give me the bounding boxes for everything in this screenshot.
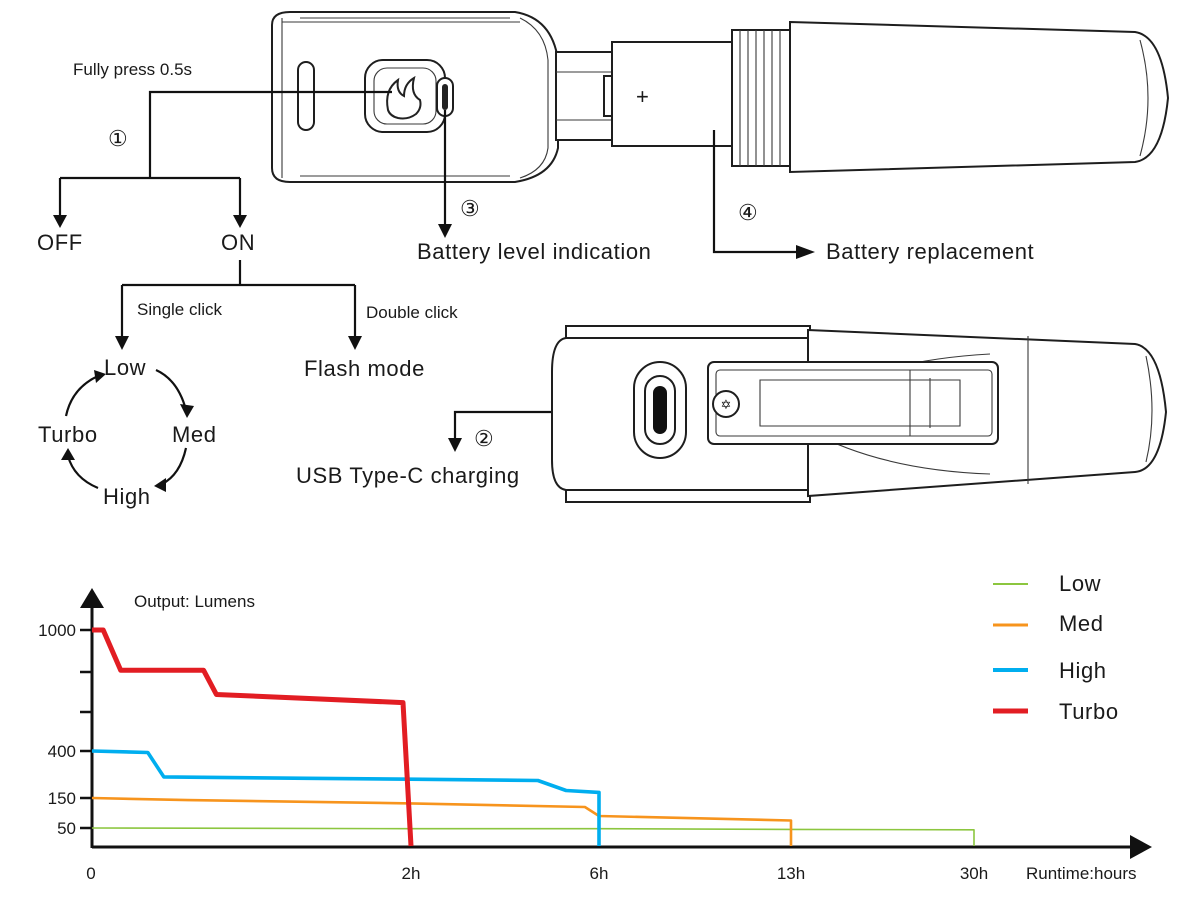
battery-cell bbox=[611, 41, 735, 147]
legend-low: Low bbox=[1059, 571, 1101, 596]
step-4-marker: ④ bbox=[738, 200, 758, 225]
off-label: OFF bbox=[37, 230, 83, 255]
x-axis-label: Runtime:hours bbox=[1026, 864, 1137, 883]
x-tick-30h: 30h bbox=[960, 864, 988, 883]
x-tick-2h: 2h bbox=[402, 864, 421, 883]
y-tick-400: 400 bbox=[48, 742, 76, 761]
battery-replacement-label: Battery replacement bbox=[826, 239, 1034, 264]
cycle-turbo: Turbo bbox=[38, 422, 98, 447]
control-flow bbox=[58, 90, 800, 440]
x-tick-13h: 13h bbox=[777, 864, 805, 883]
step-2-marker: ② bbox=[474, 426, 494, 451]
pocket-clip bbox=[707, 361, 999, 445]
legend-med: Med bbox=[1059, 611, 1104, 636]
x-tick-6h: 6h bbox=[590, 864, 609, 883]
flashlight-top-view bbox=[271, 11, 1170, 183]
plus-sign: + bbox=[636, 84, 649, 109]
double-click-label: Double click bbox=[366, 303, 458, 322]
series-line-high bbox=[91, 749, 601, 846]
svg-text:✡: ✡ bbox=[721, 398, 732, 413]
y-tick-1000: 1000 bbox=[38, 621, 76, 640]
on-label: ON bbox=[221, 230, 255, 255]
legend: Low Med High Turbo bbox=[993, 571, 1119, 724]
y-tick-150: 150 bbox=[48, 789, 76, 808]
step-3-marker: ③ bbox=[460, 196, 480, 221]
legend-high: High bbox=[1059, 658, 1107, 683]
y-axis-arrow bbox=[80, 588, 104, 608]
chart-title: Output: Lumens bbox=[134, 592, 255, 611]
series-line-low bbox=[91, 827, 975, 846]
flame-logo-icon bbox=[386, 75, 422, 120]
x-tick-0: 0 bbox=[86, 864, 95, 883]
cycle-med: Med bbox=[172, 422, 217, 447]
mode-cycle: Low Med High Turbo bbox=[38, 355, 217, 509]
flash-mode-label: Flash mode bbox=[304, 356, 425, 381]
battery-level-label: Battery level indication bbox=[417, 239, 652, 264]
legend-turbo: Turbo bbox=[1059, 699, 1119, 724]
step-1-marker: ① bbox=[108, 126, 128, 151]
runtime-chart: 1000 400 150 50 0 2h 6h 13h 30h Runtime:… bbox=[38, 571, 1152, 883]
press-label: Fully press 0.5s bbox=[73, 60, 192, 79]
y-tick-50: 50 bbox=[57, 819, 76, 838]
flashlight-bottom-view: ✡ bbox=[551, 325, 1168, 503]
usb-charging-label: USB Type-C charging bbox=[296, 463, 520, 488]
series-line-med bbox=[91, 796, 793, 846]
series-layer bbox=[91, 627, 975, 847]
series-line-turbo bbox=[92, 627, 414, 847]
cycle-low: Low bbox=[104, 355, 146, 380]
cycle-high: High bbox=[103, 484, 151, 509]
clip-screw-icon bbox=[712, 390, 740, 418]
arrowheads bbox=[53, 215, 815, 452]
x-axis-arrow bbox=[1130, 835, 1152, 859]
single-click-label: Single click bbox=[137, 300, 223, 319]
